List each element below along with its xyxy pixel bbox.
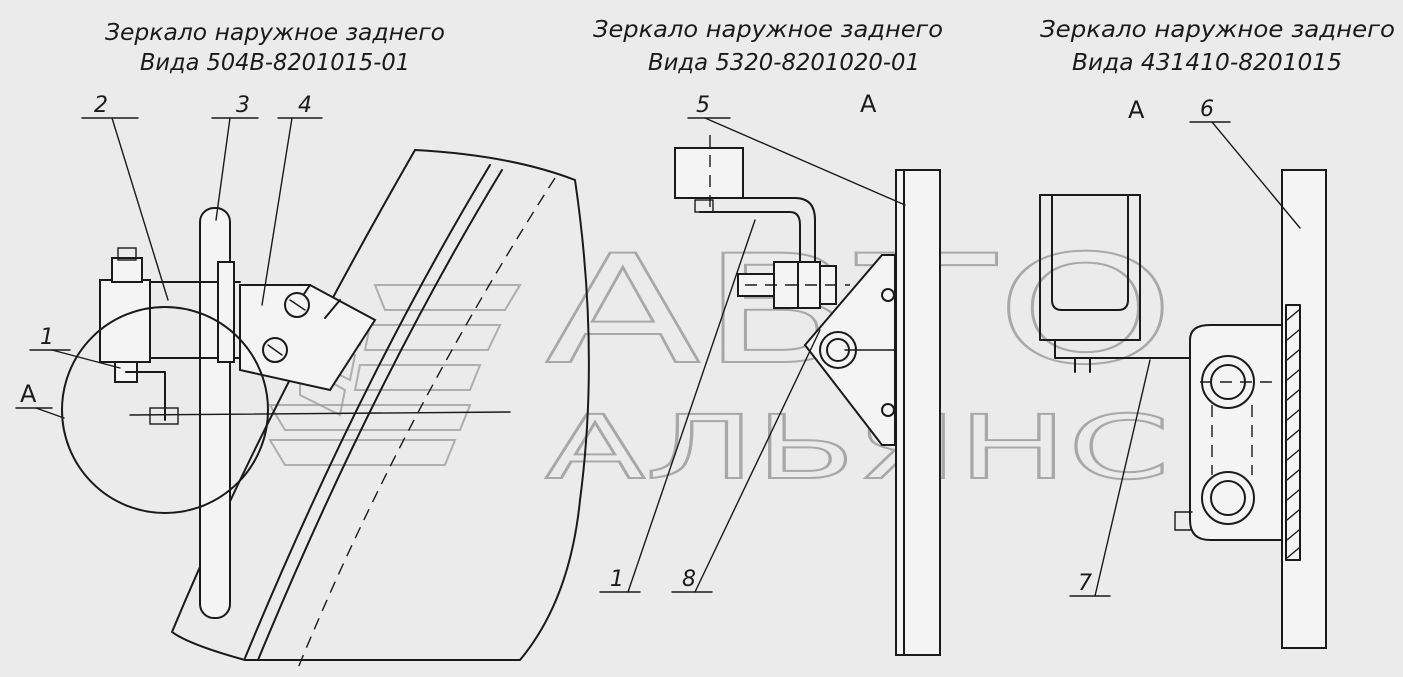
mirror2-callouts: 5 1 8	[599, 93, 906, 593]
callout-7: 7	[1078, 571, 1092, 596]
callout-1-middle: 1	[610, 567, 624, 592]
mirror3-title-line2: Вида 431410-8201015	[1072, 50, 1342, 76]
mirror3-callouts: 6 7	[1069, 97, 1301, 597]
callout-5: 5	[696, 93, 710, 118]
mirror2-title-line2: Вида 5320-8201020-01	[648, 50, 920, 76]
mirror1-callouts: 2 3 4 1 А	[15, 93, 323, 419]
callout-3: 3	[236, 93, 250, 118]
view-a-left: А	[20, 380, 37, 408]
callout-6: 6	[1200, 97, 1214, 122]
callout-2: 2	[94, 93, 108, 118]
mirror3-figure	[1039, 169, 1327, 649]
mirror3-title-line1: Зеркало наружное заднего	[1040, 17, 1395, 43]
mirror2-figure	[674, 135, 941, 656]
mirror1-title-line2: Вида 504В-8201015-01	[140, 50, 410, 76]
view-a-right: А	[1128, 96, 1145, 124]
callout-1-left: 1	[40, 325, 54, 350]
mirror1-figure	[61, 149, 590, 669]
callout-4: 4	[298, 93, 312, 118]
callout-8: 8	[682, 567, 696, 592]
mirror1-title-line1: Зеркало наружное заднего	[105, 20, 445, 46]
view-a-middle: А	[860, 90, 877, 118]
mirror2-title-line1: Зеркало наружное заднего	[593, 17, 943, 43]
